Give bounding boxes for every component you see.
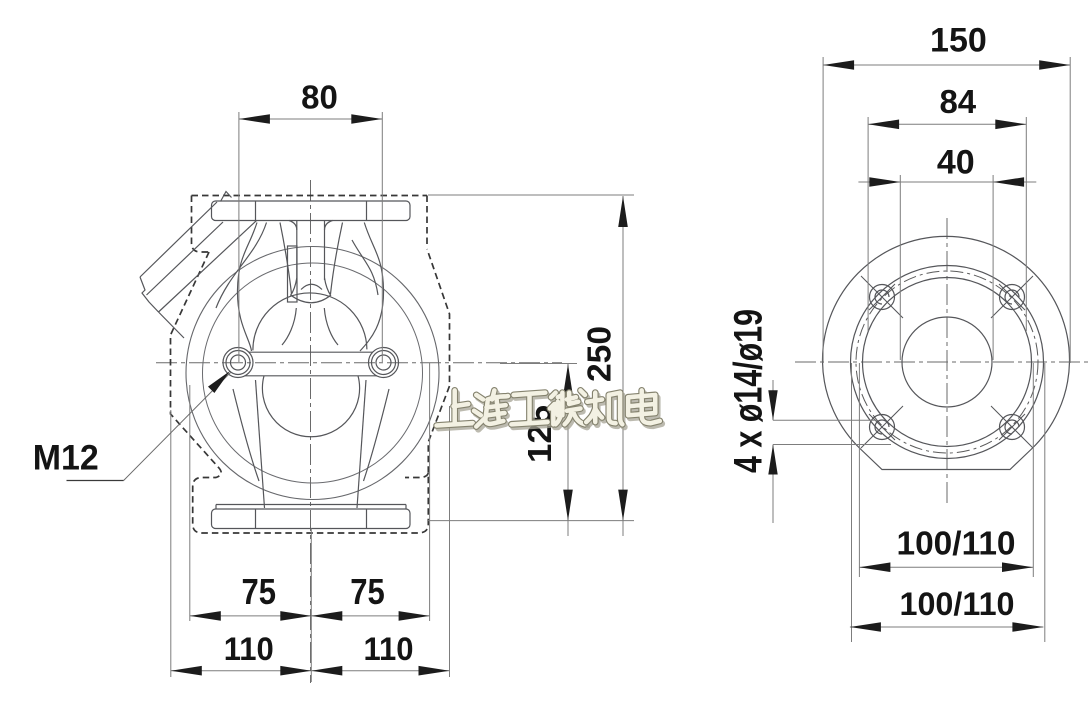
svg-text:100/110: 100/110	[900, 586, 1015, 622]
svg-text:110: 110	[224, 631, 274, 667]
svg-text:75: 75	[350, 571, 385, 612]
svg-text:110: 110	[364, 631, 414, 667]
svg-text:75: 75	[241, 571, 276, 612]
svg-text:150: 150	[930, 22, 987, 60]
svg-text:84: 84	[939, 83, 976, 120]
svg-text:250: 250	[580, 326, 617, 382]
svg-text:100/110: 100/110	[897, 525, 1016, 562]
svg-text:4 x ø14/ø19: 4 x ø14/ø19	[727, 309, 771, 473]
svg-text:M12: M12	[33, 439, 99, 478]
svg-text:40: 40	[937, 143, 975, 181]
svg-text:80: 80	[301, 79, 338, 116]
